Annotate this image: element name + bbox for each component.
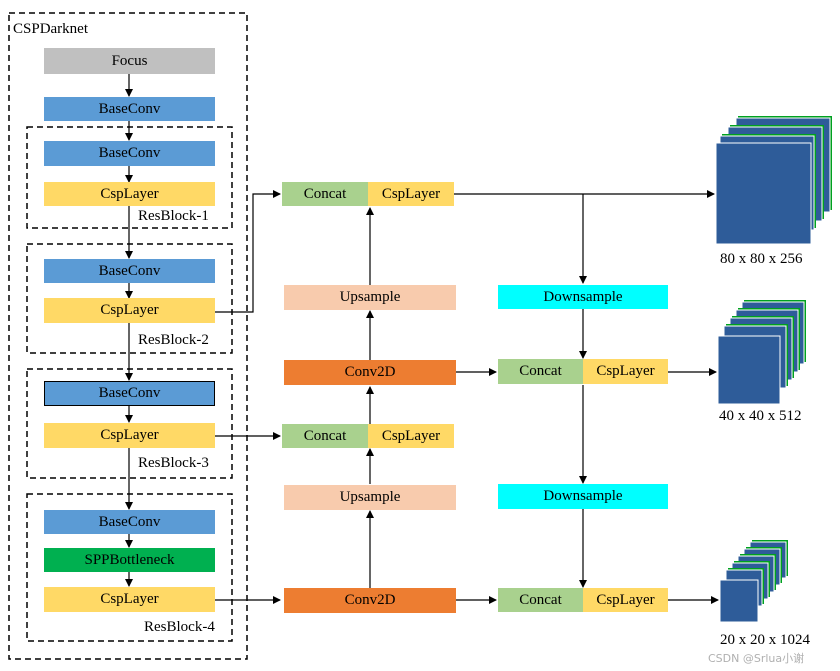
csplayer-neck-4: CspLayer [583,588,668,612]
csplayer-neck-3: CspLayer [583,359,668,384]
downsample-1: Downsample [498,285,668,309]
csplayer-neck-2: CspLayer [368,424,454,448]
csplayer-neck-1: CspLayer [368,182,454,206]
resblock-3-baseconv: BaseConv [44,381,215,406]
concat-4: Concat [498,588,583,612]
arrow-rb2-to-concat-1 [215,190,281,313]
resblock-4-csplayer: CspLayer [44,587,215,612]
conv2d-1: Conv2D [284,360,456,385]
focus-box: Focus [44,48,215,74]
concat-1: Concat [282,182,368,206]
resblock-1-label: ResBlock-1 [138,208,209,224]
upsample-1: Upsample [284,285,456,310]
conv2d-2: Conv2D [284,588,456,613]
cspdarknet-outline [8,12,248,660]
resblock-4-sppbottleneck: SPPBottleneck [44,548,215,572]
feature-stack-40 [717,300,806,405]
upsample-2: Upsample [284,485,456,510]
watermark: CSDN @Srlua小谢 [708,652,805,665]
feature-stack-80 [715,116,832,245]
output-2-label: 40 x 40 x 512 [719,408,802,424]
concat-3: Concat [498,359,583,384]
cspdarknet-title: CSPDarknet [13,21,88,37]
resblock-3-label: ResBlock-3 [138,455,209,471]
output-1-label: 80 x 80 x 256 [720,251,803,267]
resblock-4-baseconv: BaseConv [44,510,215,534]
resblock-2-baseconv: BaseConv [44,259,215,283]
resblock-2-label: ResBlock-2 [138,332,209,348]
resblock-3-csplayer: CspLayer [44,423,215,448]
baseconv-box: BaseConv [44,97,215,121]
resblock-4-label: ResBlock-4 [144,619,215,635]
concat-2: Concat [282,424,368,448]
downsample-2: Downsample [498,484,668,509]
feature-stack-20 [719,540,788,623]
output-3-label: 20 x 20 x 1024 [720,632,810,648]
resblock-1-baseconv: BaseConv [44,141,215,166]
resblock-2-csplayer: CspLayer [44,298,215,323]
resblock-1-csplayer: CspLayer [44,182,215,206]
